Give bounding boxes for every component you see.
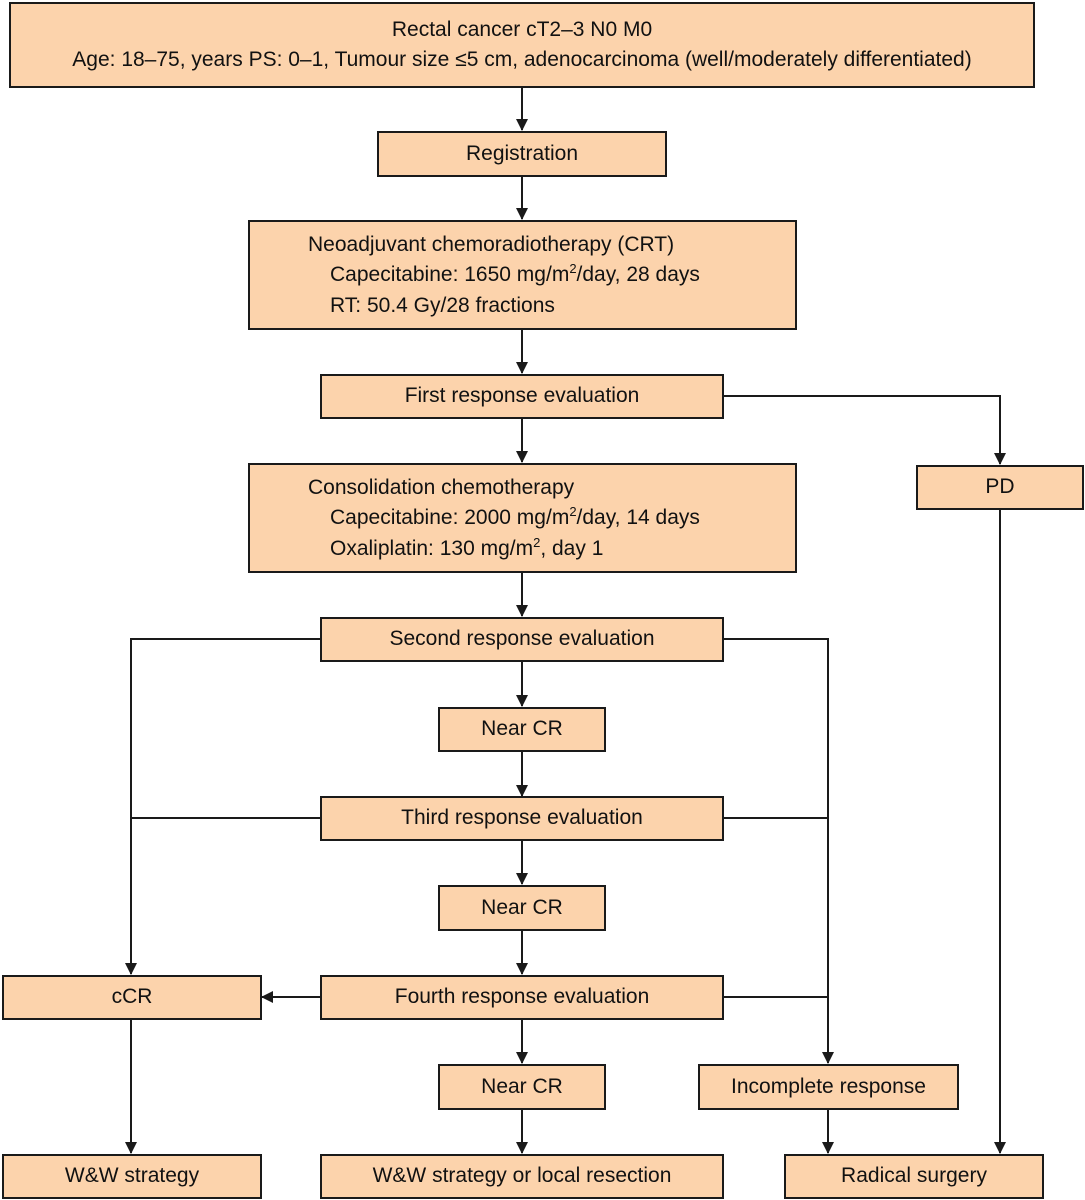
crt-box: Neoadjuvant chemoradiotherapy (CRT) Cape… [248, 220, 797, 330]
ww-strategy-label: W&W strategy [64, 1164, 200, 1188]
eligibility-title: Rectal cancer cT2–3 N0 M0 [391, 17, 653, 41]
second-eval-box: Second response evaluation [320, 617, 724, 662]
radical-surgery-label: Radical surgery [841, 1164, 987, 1188]
crt-title: Neoadjuvant chemoradiotherapy (CRT) [308, 233, 675, 256]
eligibility-criteria: Age: 18–75, years PS: 0–1, Tumour size ≤… [72, 48, 972, 71]
eligibility-box: Rectal cancer cT2–3 N0 M0 Age: 18–75, ye… [9, 2, 1035, 88]
pd-label: PD [985, 475, 1015, 499]
third-eval-label: Third response evaluation [401, 806, 643, 830]
fourth-eval-box: Fourth response evaluation [320, 975, 724, 1020]
consolidation-title: Consolidation chemotherapy [308, 476, 575, 499]
arrow-first-eval-to-pd [724, 395, 1006, 465]
near-cr-label-3: Near CR [481, 1074, 563, 1098]
third-eval-box: Third response evaluation [320, 796, 724, 841]
ww-strategy-box: W&W strategy [2, 1154, 262, 1199]
first-eval-label: First response evaluation [404, 384, 640, 408]
near-cr-box-2: Near CR [438, 885, 606, 931]
near-cr-box-1: Near CR [438, 707, 606, 752]
second-eval-label: Second response evaluation [389, 627, 655, 651]
registration-box: Registration [377, 131, 667, 177]
near-cr-label-1: Near CR [481, 717, 563, 741]
crt-capecitabine: Capecitabine: 1650 mg/m2/day, 28 days [330, 261, 700, 287]
incomplete-response-label: Incomplete response [731, 1074, 926, 1098]
ccr-box: cCR [2, 975, 262, 1020]
near-cr-box-3: Near CR [438, 1064, 606, 1110]
radical-surgery-box: Radical surgery [784, 1154, 1044, 1199]
incomplete-response-box: Incomplete response [698, 1064, 959, 1110]
consolidation-box: Consolidation chemotherapy Capecitabine:… [248, 463, 797, 573]
line-second-eval-to-left-rail [130, 638, 320, 818]
near-cr-label-2: Near CR [481, 895, 563, 919]
fourth-eval-label: Fourth response evaluation [394, 985, 650, 1009]
first-eval-box: First response evaluation [320, 374, 724, 419]
ccr-label: cCR [111, 985, 153, 1009]
consolidation-capecitabine: Capecitabine: 2000 mg/m2/day, 14 days [330, 504, 700, 530]
consolidation-oxaliplatin: Oxaliplatin: 130 mg/m2, day 1 [330, 534, 604, 560]
line-second-eval-to-right-rail [724, 638, 829, 818]
ww-or-local-resection-box: W&W strategy or local resection [320, 1154, 724, 1199]
pd-box: PD [916, 465, 1084, 510]
registration-label: Registration [465, 141, 579, 165]
crt-radiotherapy: RT: 50.4 Gy/28 fractions [330, 293, 555, 317]
ww-or-local-resection-label: W&W strategy or local resection [372, 1164, 672, 1188]
